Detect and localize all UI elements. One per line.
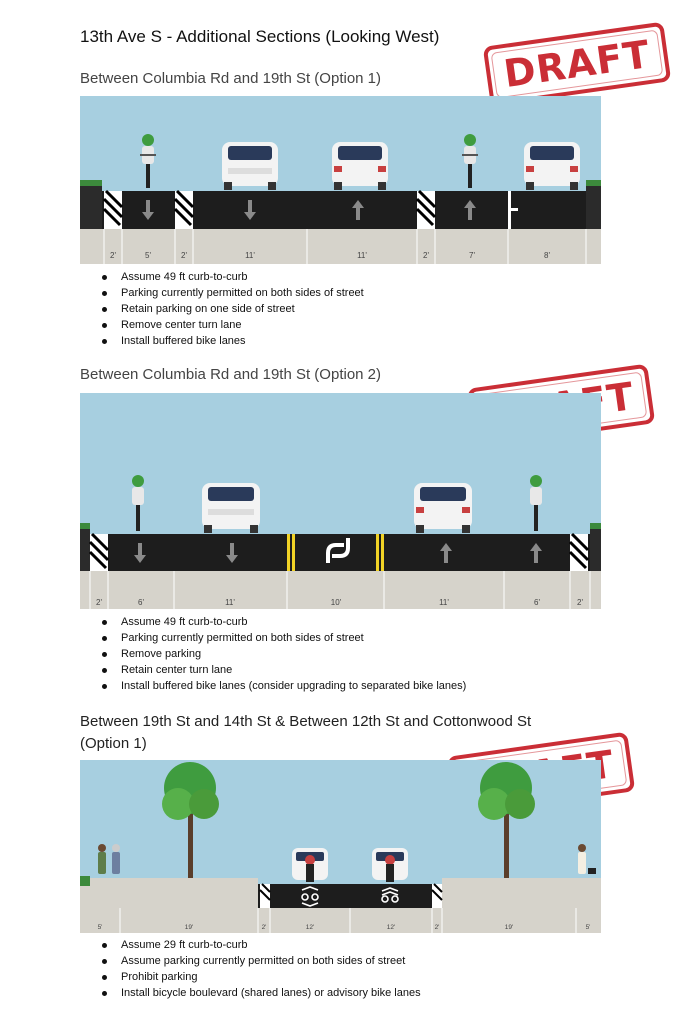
width-label: 12' xyxy=(306,924,314,931)
width-label: 5' xyxy=(145,251,151,260)
section-2-title: Between Columbia Rd and 19th St (Option … xyxy=(80,366,382,383)
width-label: 6' xyxy=(534,598,540,607)
list-item: Parking currently permitted on both side… xyxy=(100,630,466,646)
section-1-bullets: Assume 49 ft curb-to-curb Parking curren… xyxy=(100,269,364,349)
street-section-1: 2' 5' 2' 11' 11' 2' 7' 8' xyxy=(80,96,601,264)
list-item: Assume parking currently permitted on bo… xyxy=(100,953,421,969)
cyclist-icon xyxy=(140,134,156,188)
car-icon xyxy=(292,848,328,882)
width-label: 11' xyxy=(439,598,449,607)
width-label: 2' xyxy=(423,251,429,260)
width-label: 2' xyxy=(435,924,440,931)
list-item: Assume 49 ft curb-to-curb xyxy=(100,614,466,630)
width-label: 11' xyxy=(357,251,367,260)
width-label: 6' xyxy=(138,598,144,607)
car-icon xyxy=(372,848,408,882)
tree-icon xyxy=(162,762,219,882)
pedestrian-icon xyxy=(578,844,596,874)
street-section-2: 2' 6' 11' 10' 11' 6' 2' xyxy=(80,393,601,609)
page-title: 13th Ave S - Additional Sections (Lookin… xyxy=(80,27,440,46)
sharrow-icon xyxy=(381,887,399,903)
width-label: 2' xyxy=(181,251,187,260)
section-3-title: Between 19th St and 14th St & Between 12… xyxy=(80,713,532,752)
buffer-right xyxy=(415,189,437,229)
width-label: 5' xyxy=(98,924,103,931)
list-item: Retain parking on one side of street xyxy=(100,301,364,317)
buffer-mid xyxy=(173,189,195,229)
list-item: Install buffered bike lanes xyxy=(100,333,364,349)
list-item: Prohibit parking xyxy=(100,969,421,985)
list-item: Retain center turn lane xyxy=(100,662,466,678)
car-icon xyxy=(414,483,472,533)
list-item: Parking currently permitted on both side… xyxy=(100,285,364,301)
section-3-bullets: Assume 29 ft curb-to-curb Assume parking… xyxy=(100,937,421,1001)
turn-lane-markings xyxy=(287,534,384,571)
width-label: 11' xyxy=(225,598,235,607)
cyclist-icon xyxy=(530,475,542,531)
buffer-left xyxy=(102,189,124,229)
width-label: 12' xyxy=(387,924,395,931)
width-label: 19' xyxy=(185,924,193,931)
cyclist-icon xyxy=(132,475,144,531)
buffer-left xyxy=(88,532,110,571)
car-icon xyxy=(202,483,260,533)
section-2-bullets: Assume 49 ft curb-to-curb Parking curren… xyxy=(100,614,466,694)
cyclist-icon xyxy=(462,134,478,188)
draft-stamp: DRAFT xyxy=(482,21,672,107)
section-1-title: Between Columbia Rd and 19th St (Option … xyxy=(80,70,382,87)
width-label: 2' xyxy=(96,598,102,607)
list-item: Install buffered bike lanes (consider up… xyxy=(100,678,466,694)
street-section-3: 5' 19' 2' 12' 12' 2' 19' 5' xyxy=(80,760,601,933)
list-item: Install bicycle boulevard (shared lanes)… xyxy=(100,985,421,1001)
width-label: 2' xyxy=(110,251,116,260)
width-label: 8' xyxy=(544,251,550,260)
buffer-left xyxy=(259,883,271,908)
turn-arrows-icon xyxy=(326,538,350,563)
width-label: 7' xyxy=(469,251,475,260)
car-icon xyxy=(222,142,278,190)
width-label: 11' xyxy=(245,251,255,260)
sharrow-icon xyxy=(301,886,319,907)
tree-icon xyxy=(478,762,535,882)
list-item: Assume 29 ft curb-to-curb xyxy=(100,937,421,953)
width-label: 19' xyxy=(505,924,513,931)
list-item: Remove center turn lane xyxy=(100,317,364,333)
pedestrian-icon xyxy=(98,844,120,874)
car-icon xyxy=(332,142,388,190)
list-item: Assume 49 ft curb-to-curb xyxy=(100,269,364,285)
buffer-right xyxy=(568,532,590,571)
list-item: Remove parking xyxy=(100,646,466,662)
car-icon xyxy=(524,142,580,190)
buffer-right xyxy=(431,883,443,908)
width-label: 10' xyxy=(331,598,342,607)
width-label: 2' xyxy=(262,924,267,931)
width-label: 5' xyxy=(586,924,591,931)
width-label: 2' xyxy=(577,598,583,607)
